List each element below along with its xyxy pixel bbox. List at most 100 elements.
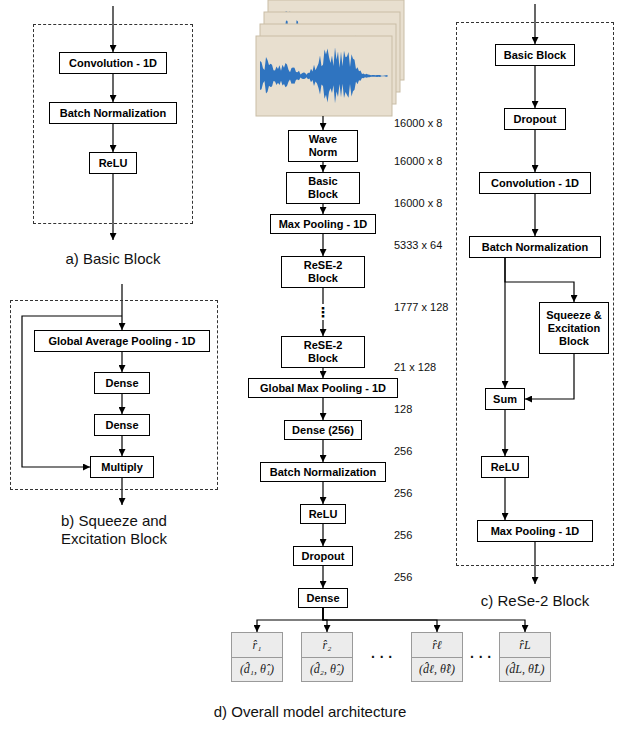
layer-box: Sum — [485, 388, 525, 410]
layer-box: Wave Norm — [288, 130, 358, 162]
layer-label: Max Pooling - 1D — [279, 218, 368, 231]
text-cell: ReLU — [307, 508, 339, 521]
layer-label: Wave Norm — [295, 133, 351, 159]
text-cell: Batch Normalization — [56, 107, 170, 120]
layer-box: Max Pooling - 1D — [477, 520, 593, 542]
panel-caption: b) Squeeze and Excitation Block — [39, 512, 189, 548]
connector — [322, 204, 323, 214]
connector — [121, 352, 122, 372]
layer-label: Dropout — [514, 113, 557, 126]
connector — [322, 234, 323, 256]
layer-box: Dense — [298, 588, 348, 608]
layer-label: Max Pooling - 1D — [491, 525, 580, 538]
text-cell: Max Pooling - 1D — [484, 525, 586, 538]
text-cell: Batch Normalization — [476, 241, 594, 254]
output-value: (d̂L, θ̂L) — [505, 662, 544, 676]
ellipsis: · · · — [470, 650, 492, 664]
dimension-label: 16000 x 8 — [394, 197, 442, 210]
caption-text: c) ReSe-2 Block — [481, 592, 589, 610]
text-cell: r̂L — [500, 633, 550, 657]
layer-box: Dense — [94, 372, 150, 394]
connector — [323, 608, 525, 632]
layer-box: Convolution - 1D — [59, 52, 167, 74]
text-cell: Dense — [305, 592, 341, 605]
output-box: r̂₁(d̂₁, θ̂₁) — [231, 632, 283, 682]
layer-label: ReLU — [491, 461, 520, 474]
output-arrow — [112, 174, 113, 240]
text-cell: Wave Norm — [295, 133, 351, 159]
layer-label: Convolution - 1D — [491, 177, 579, 190]
layer-label: Dense (256) — [292, 424, 354, 437]
layer-box: Multiply — [90, 456, 154, 478]
text-cell: ReSE-2 Block — [288, 259, 358, 285]
connector — [322, 566, 323, 588]
text-cell: Basic Block — [293, 175, 353, 201]
layer-label: Dropout — [302, 550, 345, 563]
text-cell: Convolution - 1D — [486, 177, 584, 190]
panel-caption: c) ReSe-2 Block — [456, 592, 614, 610]
layer-label: Batch Normalization — [270, 466, 376, 479]
text-cell: (d̂ℓ, θ̂ℓ) — [412, 657, 462, 682]
output-value: r̂L — [519, 638, 530, 652]
dimension-label: 21 x 128 — [394, 361, 436, 374]
layer-box: Dropout — [504, 108, 566, 130]
text-cell: Batch Normalization — [267, 466, 379, 479]
output-value: (d̂ℓ, θ̂ℓ) — [419, 662, 455, 676]
text-cell: (d̂₁, θ̂₁) — [232, 657, 282, 682]
layer-box: Global Max Pooling - 1D — [248, 378, 398, 398]
layer-label: Dense — [306, 592, 339, 605]
layer-box: ReSE-2 Block — [281, 336, 365, 368]
output-box: r̂₂ (d̂₂, θ̂₂) — [301, 632, 353, 682]
text-cell: r̂₂ — [302, 633, 352, 657]
layer-label: Global Max Pooling - 1D — [260, 382, 386, 395]
layer-label: ReLU — [99, 157, 128, 170]
caption-text: a) Basic Block — [65, 250, 160, 268]
dimension-label: 1777 x 128 — [394, 301, 448, 314]
output-value: (d̂₂, θ̂₂) — [310, 662, 344, 676]
text-cell: r̂ℓ — [412, 633, 462, 657]
connector — [322, 398, 323, 420]
layer-box: Basic Block — [495, 44, 575, 66]
connector — [505, 258, 574, 302]
connector — [322, 524, 323, 546]
layer-box: Global Average Pooling - 1D — [34, 330, 210, 352]
connector — [322, 162, 323, 172]
layer-box: Batch Normalization — [49, 102, 177, 124]
layer-box: ReSE-2 Block — [281, 256, 365, 288]
layer-box: Dense — [94, 414, 150, 436]
layer-box: Max Pooling - 1D — [270, 214, 376, 234]
spectrogram-stack — [256, 0, 404, 116]
figure-caption: d) Overall model architecture — [214, 703, 407, 721]
dimension-label: 128 — [394, 403, 412, 416]
text-cell: (d̂₂, θ̂₂) — [302, 657, 352, 682]
text-cell: Global Average Pooling - 1D — [41, 335, 203, 348]
connector — [257, 608, 323, 632]
text-cell: Dense — [101, 377, 143, 390]
layer-box: ReLU — [89, 152, 137, 174]
layer-box: Dense (256) — [284, 420, 362, 440]
connector — [534, 194, 535, 236]
panel-frame: Basic BlockDropoutConvolution - 1D Batch … — [456, 22, 614, 566]
layer-label: ReLU — [309, 508, 338, 521]
layer-box: Basic Block — [286, 172, 360, 204]
connector — [112, 74, 113, 102]
input-arrow — [322, 116, 323, 130]
dimension-label: 256 — [394, 445, 412, 458]
caption-text: b) Squeeze and Excitation Block — [39, 512, 189, 548]
output-arrow — [534, 542, 535, 584]
layer-label: ReSE-2 Block — [288, 259, 358, 285]
layer-box: Batch Normalization — [469, 236, 601, 258]
text-cell: ReSE-2 Block — [288, 339, 358, 365]
text-cell: Dropout — [300, 550, 346, 563]
text-cell: Dense (256) — [291, 424, 355, 437]
layer-box: Convolution - 1D — [479, 172, 591, 194]
text-cell: r̂₁ — [232, 633, 282, 657]
connector — [322, 368, 323, 378]
panel-caption: a) Basic Block — [33, 250, 193, 268]
layer-box: ReLU — [300, 504, 346, 524]
text-cell: Sum — [492, 393, 518, 406]
input-tile — [256, 36, 392, 116]
layer-box: Batch Normalization — [260, 462, 386, 482]
connector — [525, 354, 574, 399]
layer-label: Batch Normalization — [60, 107, 166, 120]
